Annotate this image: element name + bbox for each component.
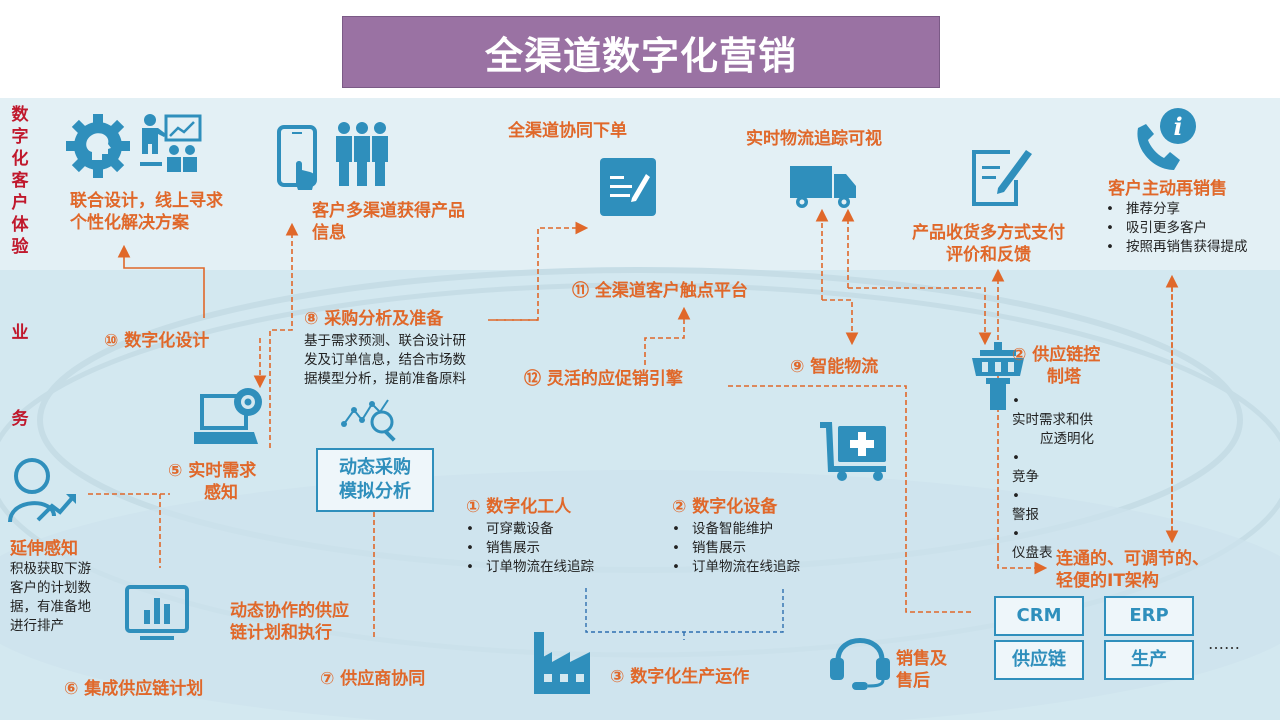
resale-title: 客户主动再销售	[1108, 179, 1227, 199]
shopping-cart-plus-icon	[820, 422, 886, 481]
bar-chart-monitor-icon	[125, 585, 189, 640]
factory-icon	[534, 632, 590, 694]
multichannel-info-label: 客户多渠道获得产品 信息	[312, 201, 465, 243]
gear-head-icon	[66, 114, 130, 178]
receipt-payment-label: 产品收货多方式支付 评价和反馈	[912, 223, 1065, 265]
node-5-realtime-demand: ⑤ 实时需求 感知	[168, 461, 257, 503]
svg-text:i: i	[1173, 112, 1182, 141]
dynamic-collab-label: 动态协作的供应 链计划和执行	[230, 601, 349, 643]
realtime-tracking-label: 实时物流追踪可视	[746, 129, 882, 149]
team-icon	[336, 122, 388, 186]
it-box-production: 生产	[1104, 640, 1194, 680]
side-label-business-1: 业	[11, 323, 29, 343]
extend-sensing-desc: 积极获取下游 客户的计划数 据，有准备地 进行排产	[10, 561, 91, 634]
control-tower-icon	[972, 342, 1024, 410]
node-9-smart-logistics: ⑨ 智能物流	[790, 357, 879, 377]
node-3-digital-production: ③ 数字化生产运作	[610, 667, 750, 687]
node-8-title: ⑧ 采购分析及准备	[304, 309, 444, 329]
joint-design-label: 联合设计，线上寻求 个性化解决方案	[70, 191, 223, 233]
it-architecture-label: 连通的、可调节的、 轻便的IT架构	[1056, 549, 1209, 591]
dynamic-purchase-box: 动态采购 模拟分析	[316, 448, 434, 512]
node-1-title: ① 数字化工人	[466, 497, 572, 517]
node-6-integrated-plan: ⑥ 集成供应链计划	[64, 679, 204, 699]
node-12-promo-engine: ⑫ 灵活的应促销引擎	[524, 369, 683, 389]
page-title: 全渠道数字化营销	[342, 16, 940, 88]
laptop-webcam-icon	[194, 388, 262, 444]
form-edit-icon	[972, 150, 1032, 206]
delivery-truck-icon	[790, 166, 856, 208]
node-8-desc: 基于需求预测、联合设计研 发及订单信息，结合市场数 据模型分析，提前准备原料	[304, 333, 466, 387]
extend-sensing-title: 延伸感知	[10, 539, 78, 559]
node-2b-bullets: 设备智能维护 销售展示 订单物流在线追踪	[672, 520, 800, 577]
it-box-supply-chain: 供应链	[994, 640, 1084, 680]
node-7-supplier-collab: ⑦ 供应商协同	[320, 669, 426, 689]
it-box-erp: ERP	[1104, 596, 1194, 636]
presentation-icon	[140, 114, 202, 172]
edit-note-icon	[600, 158, 656, 216]
node-11-touchpoint-platform: ⑪ 全渠道客户触点平台	[572, 281, 748, 301]
it-ellipsis: ……	[1208, 634, 1240, 653]
side-label-business-2: 务	[11, 409, 29, 429]
headset-icon	[830, 638, 890, 690]
node-2b-title: ② 数字化设备	[672, 497, 778, 517]
node-2-control-tower-bullets: •实时需求和供 应透明化 •竞争 •警报 •仪盘表	[1012, 393, 1094, 561]
side-label-experience: 数字化客户体验	[11, 105, 29, 257]
node-10-digital-design: ⑩ 数字化设计	[104, 331, 210, 351]
omni-order-label: 全渠道协同下单	[508, 121, 627, 141]
sales-aftersales-label: 销售及 售后	[896, 649, 947, 691]
resale-bullets: 推荐分享 吸引更多客户 按照再销售获得提成	[1106, 200, 1248, 257]
phone-info-icon: i	[1137, 108, 1196, 170]
person-growth-icon	[8, 458, 76, 523]
node-2-control-tower-title: ② 供应链控 制塔	[1012, 345, 1101, 387]
it-box-crm: CRM	[994, 596, 1084, 636]
node-1-bullets: 可穿戴设备 销售展示 订单物流在线追踪	[466, 520, 594, 577]
tablet-touch-icon	[277, 125, 317, 190]
analytics-search-icon	[341, 399, 396, 442]
